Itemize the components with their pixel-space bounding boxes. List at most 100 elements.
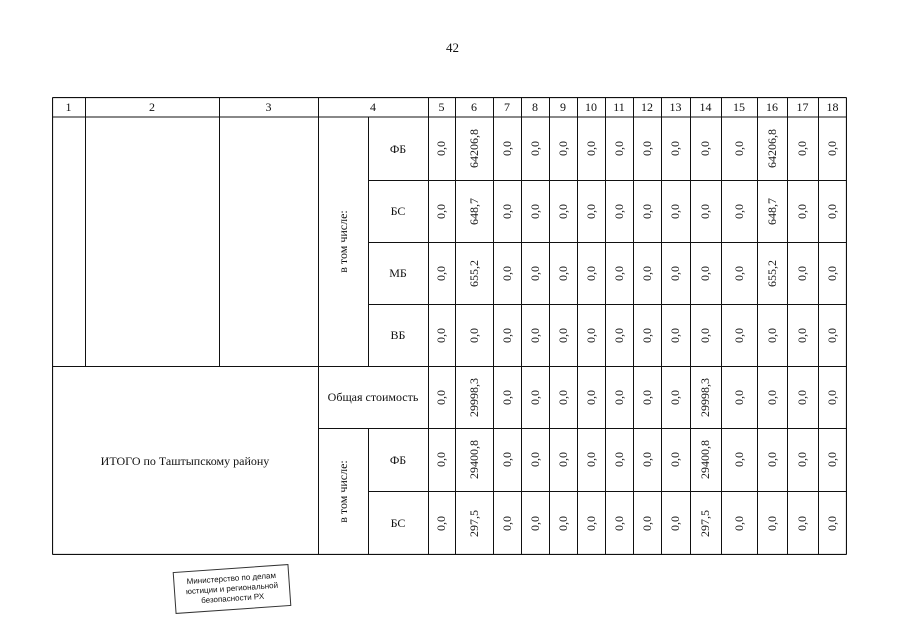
column-header: 15 — [733, 100, 745, 114]
value-cell-text: 0,0 — [527, 203, 542, 219]
value-cell-text: 0,0 — [583, 389, 598, 405]
column-header: 17 — [796, 100, 809, 114]
column-header: 11 — [613, 100, 625, 114]
value-cell-text: 0,0 — [731, 515, 746, 531]
value-cell: 0,0 — [549, 242, 577, 304]
row-label: МБ — [389, 266, 407, 280]
value-cell: 0,0 — [633, 117, 661, 180]
value-cell: 0,0 — [577, 428, 605, 491]
value-cell: 0,0 — [757, 304, 787, 366]
column-header: 8 — [532, 100, 538, 114]
value-cell: 297,5 — [455, 491, 493, 555]
value-cell-text: 0,0 — [611, 141, 626, 156]
value-cell-text: 0,0 — [611, 265, 626, 281]
value-cell: 0,0 — [549, 491, 577, 555]
value-cell-text: 0,0 — [825, 452, 839, 467]
value-cell: 0,0 — [493, 117, 521, 180]
value-cell-text: 0,0 — [466, 327, 481, 343]
value-cell: 0,0 — [757, 491, 787, 555]
value-cell: 0,0 — [721, 428, 757, 491]
value-cell-text: 0,0 — [731, 203, 746, 219]
value-cell-text: 0,0 — [611, 327, 626, 343]
value-cell-text: 0,0 — [611, 452, 626, 467]
value-cell: 0,0 — [605, 242, 633, 304]
value-cell: 0,0 — [455, 304, 493, 366]
value-cell-text: 29400,8 — [466, 440, 481, 479]
value-cell: 648,7 — [757, 180, 787, 242]
value-cell-text: 0,0 — [611, 389, 626, 405]
page-number: 42 — [446, 40, 459, 55]
value-cell: 0,0 — [818, 366, 847, 428]
value-cell-text: 0,0 — [583, 265, 598, 281]
value-cell-text: 0,0 — [434, 515, 448, 531]
value-cell-text: 655,2 — [466, 259, 481, 287]
value-cell: 0,0 — [721, 180, 757, 242]
value-cell: 0,0 — [787, 180, 818, 242]
value-cell-text: 0,0 — [583, 515, 598, 531]
total-label: ИТОГО по Таштыпскому району — [100, 453, 270, 468]
value-cell: 0,0 — [493, 366, 521, 428]
value-cell: 64206,8 — [455, 117, 493, 180]
value-cell: 0,0 — [633, 366, 661, 428]
value-cell-text: 0,0 — [639, 389, 654, 405]
value-cell: 0,0 — [521, 304, 549, 366]
value-cell-text: 0,0 — [639, 265, 654, 281]
value-cell: 0,0 — [605, 366, 633, 428]
value-cell: 0,0 — [577, 491, 605, 555]
value-cell-text: 648,7 — [466, 197, 481, 225]
value-cell-text: 0,0 — [434, 265, 448, 281]
value-cell-text: 0,0 — [499, 203, 514, 219]
value-cell: 0,0 — [577, 242, 605, 304]
value-cell: 0,0 — [428, 428, 455, 491]
value-cell: 0,0 — [787, 428, 818, 491]
table-grid — [52, 97, 847, 555]
value-cell-text: 0,0 — [795, 141, 809, 156]
value-cell: 0,0 — [605, 304, 633, 366]
value-cell-text: 0,0 — [639, 141, 654, 156]
value-cell-text: 0,0 — [731, 452, 746, 467]
value-cell-text: 0,0 — [583, 452, 598, 467]
value-cell-text: 655,2 — [764, 259, 779, 287]
value-cell: 0,0 — [690, 242, 721, 304]
value-cell: 0,0 — [428, 117, 455, 180]
group-label-lower: в том числе: — [318, 428, 368, 555]
value-cell-text: 0,0 — [583, 141, 598, 156]
value-cell: 0,0 — [633, 304, 661, 366]
value-cell: 0,0 — [721, 491, 757, 555]
value-cell: 655,2 — [455, 242, 493, 304]
value-cell: 0,0 — [549, 117, 577, 180]
value-cell-text: 0,0 — [731, 265, 746, 281]
value-cell: 0,0 — [661, 304, 690, 366]
value-cell: 648,7 — [455, 180, 493, 242]
value-cell: 0,0 — [605, 117, 633, 180]
value-cell-text: 0,0 — [527, 265, 542, 281]
value-cell-text: 0,0 — [764, 389, 779, 405]
value-cell: 29998,3 — [690, 366, 721, 428]
value-cell-text: 0,0 — [698, 141, 712, 156]
value-cell-text: 0,0 — [499, 141, 514, 156]
value-cell-text: 0,0 — [555, 265, 570, 281]
value-cell-text: 0,0 — [731, 389, 746, 405]
value-cell: 29400,8 — [690, 428, 721, 491]
value-cell: 0,0 — [493, 242, 521, 304]
value-cell: 0,0 — [690, 304, 721, 366]
value-cell: 0,0 — [661, 366, 690, 428]
value-cell-text: 0,0 — [611, 515, 626, 531]
value-cell: 0,0 — [787, 304, 818, 366]
value-cell-text: 64206,8 — [466, 129, 481, 168]
value-cell: 0,0 — [577, 117, 605, 180]
value-cell: 0,0 — [521, 180, 549, 242]
column-header: 5 — [438, 100, 445, 114]
value-cell-text: 0,0 — [731, 327, 746, 343]
value-cell: 0,0 — [787, 242, 818, 304]
value-cell-text: 0,0 — [499, 327, 514, 343]
value-cell: 0,0 — [493, 180, 521, 242]
value-cell: 0,0 — [661, 180, 690, 242]
value-cell: 0,0 — [577, 366, 605, 428]
value-cell-text: 0,0 — [795, 452, 809, 467]
value-cell: 0,0 — [818, 117, 847, 180]
value-cell-text: 0,0 — [825, 203, 839, 219]
value-cell-text: 0,0 — [639, 452, 654, 467]
value-cell: 0,0 — [493, 428, 521, 491]
